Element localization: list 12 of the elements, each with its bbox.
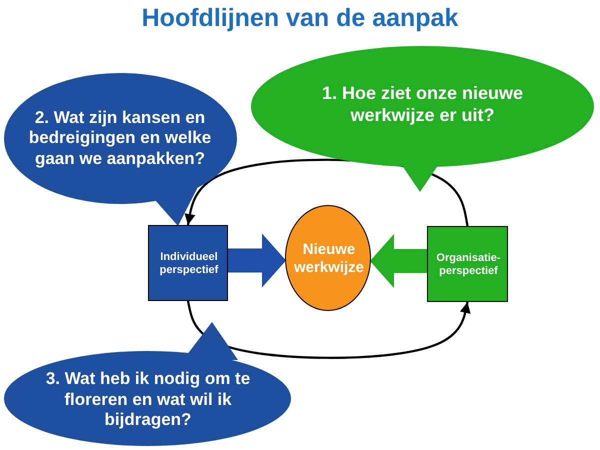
- bubble-text: 2. Wat zijn kansen en bedreigingen en welke gaan we aanpakken?: [28, 108, 212, 170]
- node-label: Individueel perspectief: [158, 250, 220, 278]
- node-label: Organisatie-perspectief: [435, 252, 502, 278]
- bubble-text: 3. Wat heb ik nodig om te floreren en wat wil ik bijdragen?: [44, 369, 252, 431]
- node-label: Nieuwe werkwijze: [292, 241, 366, 277]
- bubble-text: 1. Hoe ziet onze nieuwe werkwijze er uit?: [320, 82, 524, 126]
- process-box: [148, 225, 228, 301]
- title: Hoofdlijnen van de aanpak: [140, 4, 460, 33]
- block-arrow: [228, 234, 286, 288]
- process-box: [427, 226, 508, 302]
- block-arrow: [370, 234, 427, 288]
- curved-arrow: [186, 300, 471, 359]
